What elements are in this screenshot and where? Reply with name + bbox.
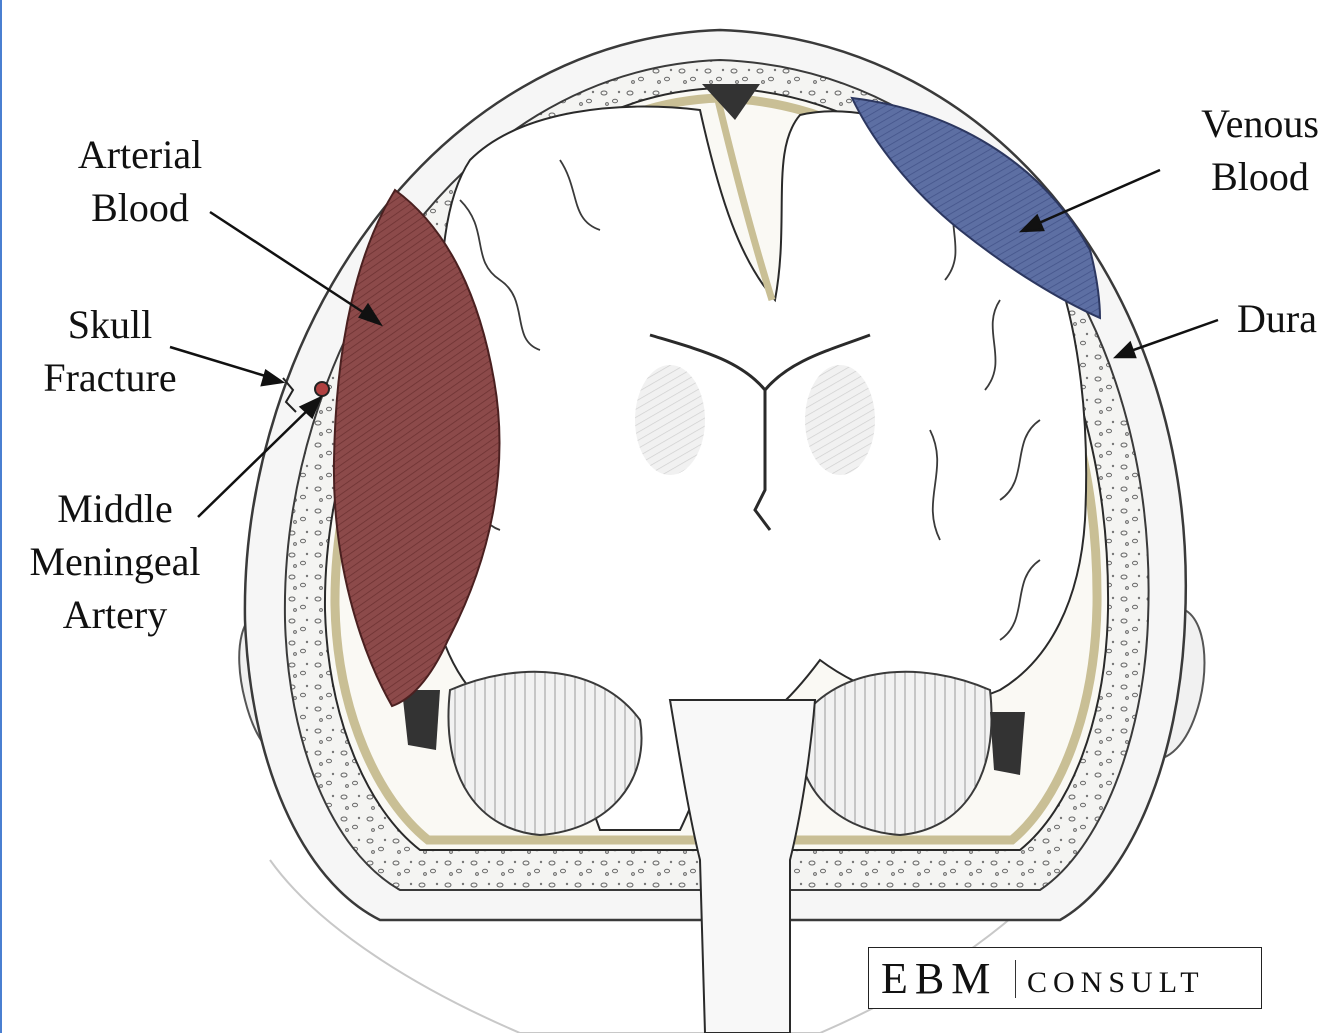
basal-ganglia-right	[805, 365, 875, 475]
skull-fracture-label-line1: Skull	[20, 298, 200, 351]
middle-meningeal-artery-label: Middle Meningeal Artery	[10, 482, 220, 641]
logo-divider	[1015, 960, 1016, 998]
logo-word: CONSULT	[1027, 966, 1205, 1000]
venous-blood-label-line2: Blood	[1175, 150, 1335, 203]
arterial-blood-label-line2: Blood	[50, 181, 230, 234]
skull-fracture-label-line2: Fracture	[20, 351, 200, 404]
transverse-sinus-left	[402, 690, 440, 750]
dura-pointer	[1125, 320, 1218, 353]
skull-fracture-arrowhead	[262, 371, 282, 385]
basal-ganglia-left	[635, 365, 705, 475]
skull-fracture-label: Skull Fracture	[20, 298, 200, 404]
logo-brand: EBM	[881, 953, 997, 1005]
venous-blood-label-line1: Venous	[1175, 97, 1335, 150]
middle-meningeal-label-line1: Middle	[10, 482, 220, 535]
dura-label-line1: Dura	[1222, 292, 1332, 345]
venous-blood-label: Venous Blood	[1175, 97, 1335, 203]
arterial-blood-label-line1: Arterial	[50, 128, 230, 181]
middle-meningeal-label-line3: Artery	[10, 588, 220, 641]
middle-meningeal-artery	[315, 382, 329, 396]
left-edge-line	[0, 0, 2, 1033]
arterial-blood-label: Arterial Blood	[50, 128, 230, 234]
dura-label: Dura	[1222, 292, 1332, 345]
middle-meningeal-label-line2: Meningeal	[10, 535, 220, 588]
transverse-sinus-right	[990, 712, 1025, 775]
ebm-consult-logo: EBM CONSULT	[868, 947, 1262, 1009]
